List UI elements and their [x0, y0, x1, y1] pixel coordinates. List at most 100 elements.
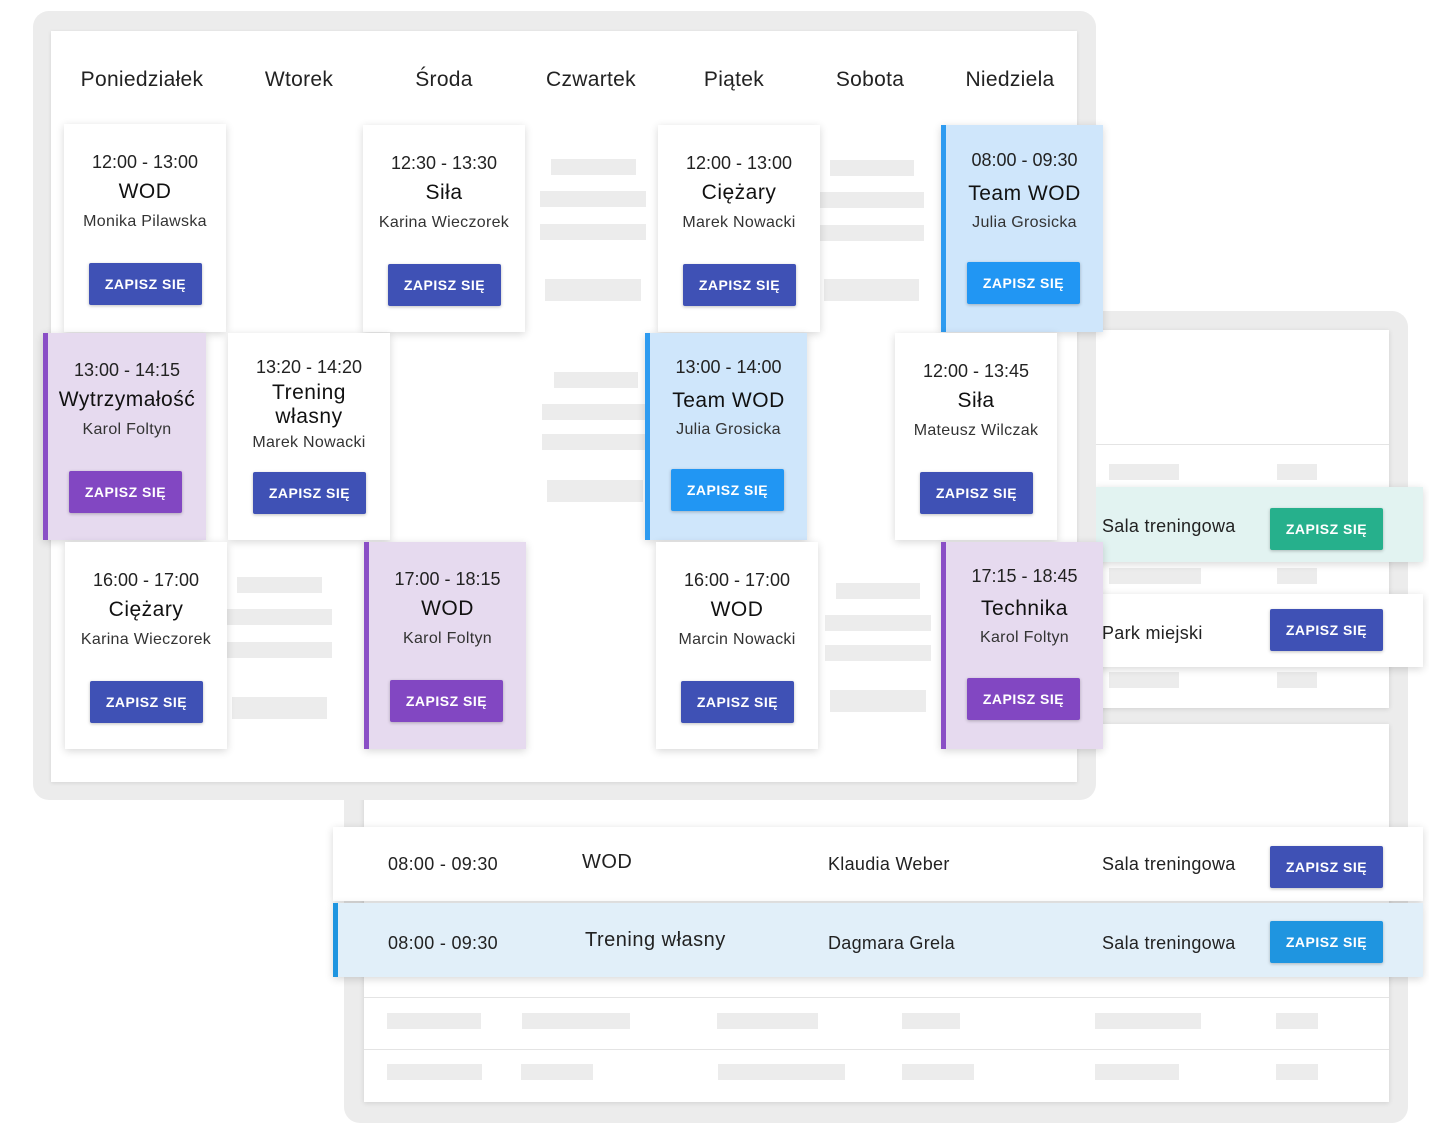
signup-button[interactable]: ZAPISZ SIĘ [967, 678, 1080, 720]
list-row-side[interactable]: Sala treningowa ZAPISZ SIĘ [1095, 487, 1423, 562]
placeholder-bar [540, 191, 646, 207]
class-coach: Marcin Nowacki [678, 631, 796, 648]
row-place: Park miejski [1102, 623, 1203, 643]
placeholder-bar [819, 192, 924, 208]
class-coach: Karol Foltyn [403, 630, 492, 647]
signup-button[interactable]: ZAPISZ SIĘ [920, 472, 1033, 514]
day-header-monday: Poniedziałek [80, 68, 204, 91]
signup-button[interactable]: ZAPISZ SIĘ [1270, 846, 1383, 888]
class-coach: Julia Grosicka [676, 421, 781, 438]
signup-button[interactable]: ZAPISZ SIĘ [681, 681, 794, 723]
class-card[interactable]: 12:00 - 13:00 Ciężary Marek Nowacki ZAPI… [658, 125, 820, 332]
class-coach: Marek Nowacki [682, 214, 796, 231]
signup-button[interactable]: ZAPISZ SIĘ [683, 264, 796, 306]
placeholder-bar [718, 1064, 845, 1080]
placeholder-bar [227, 642, 332, 658]
row-title: Trening własny [585, 929, 726, 951]
class-card[interactable]: 17:00 - 18:15 WOD Karol Foltyn ZAPISZ SI… [364, 542, 526, 749]
class-time: 12:30 - 13:30 [390, 153, 498, 173]
placeholder-bar [551, 159, 636, 175]
class-title: Siła [425, 181, 463, 204]
class-card[interactable]: 13:20 - 14:20 Trening własny Marek Nowac… [228, 333, 390, 540]
row-time: 08:00 - 09:30 [388, 933, 498, 953]
class-time: 13:20 - 14:20 [255, 357, 363, 377]
class-title: Ciężary [108, 598, 184, 621]
class-card[interactable]: 16:00 - 17:00 WOD Marcin Nowacki ZAPISZ … [656, 542, 818, 749]
class-card[interactable]: 13:00 - 14:00 Team WOD Julia Grosicka ZA… [645, 333, 807, 540]
class-time: 13:00 - 14:15 [73, 360, 181, 380]
row-title: WOD [582, 851, 633, 873]
signup-button[interactable]: ZAPISZ SIĘ [390, 680, 503, 722]
class-coach: Karina Wieczorek [378, 214, 510, 231]
placeholder-bar [824, 279, 919, 301]
class-title: Wytrzymałość [58, 388, 196, 411]
class-time: 12:00 - 13:00 [685, 153, 793, 173]
placeholder-bar [1109, 672, 1179, 688]
signup-button[interactable]: ZAPISZ SIĘ [1270, 508, 1383, 550]
row-coach: Klaudia Weber [828, 854, 950, 874]
day-header-friday: Piątek [703, 68, 765, 91]
day-header-sunday: Niedziela [965, 68, 1055, 91]
list-row[interactable]: 08:00 - 09:30 Trening własny Dagmara Gre… [333, 903, 1423, 977]
row-place: Sala treningowa [1102, 516, 1236, 536]
class-time: 12:00 - 13:00 [91, 152, 199, 172]
class-title: WOD [118, 180, 172, 203]
list-row-side[interactable]: Park miejski ZAPISZ SIĘ [1095, 594, 1423, 667]
placeholder-bar [227, 609, 332, 625]
signup-button[interactable]: ZAPISZ SIĘ [89, 263, 202, 305]
placeholder-bar [387, 1013, 481, 1029]
class-card[interactable]: 16:00 - 17:00 Ciężary Karina Wieczorek Z… [65, 542, 227, 749]
signup-button[interactable]: ZAPISZ SIĘ [1270, 921, 1383, 963]
class-card[interactable]: 12:00 - 13:00 WOD Monika Pilawska ZAPISZ… [64, 124, 226, 332]
placeholder-bar [830, 160, 914, 176]
class-card[interactable]: 13:00 - 14:15 Wytrzymałość Karol Foltyn … [43, 333, 206, 540]
placeholder-bar [554, 372, 638, 388]
class-time: 17:00 - 18:15 [394, 569, 501, 589]
row-place: Sala treningowa [1102, 854, 1236, 874]
class-card[interactable]: 17:15 - 18:45 Technika Karol Foltyn ZAPI… [941, 542, 1103, 749]
placeholder-bar [521, 1064, 593, 1080]
signup-button[interactable]: ZAPISZ SIĘ [253, 472, 366, 514]
placeholder-bar [836, 583, 920, 599]
placeholder-bar [1109, 568, 1201, 584]
placeholder-bar [825, 645, 931, 661]
placeholder-bar [830, 690, 926, 712]
class-coach: Monika Pilawska [83, 213, 207, 230]
signup-button[interactable]: ZAPISZ SIĘ [671, 469, 784, 511]
class-title: Technika [981, 597, 1068, 620]
signup-button[interactable]: ZAPISZ SIĘ [388, 264, 501, 306]
placeholder-bar [1095, 1064, 1179, 1080]
placeholder-bar [232, 697, 327, 719]
placeholder-bar [1277, 672, 1317, 688]
placeholder-bar [1095, 1013, 1201, 1029]
class-time: 16:00 - 17:00 [683, 570, 791, 590]
placeholder-bar [387, 1064, 482, 1080]
class-time: 13:00 - 14:00 [675, 357, 782, 377]
class-title: WOD [710, 598, 764, 621]
class-title: Trening własny [272, 381, 346, 428]
day-header-wednesday: Środa [415, 68, 473, 91]
placeholder-bar [1276, 1013, 1318, 1029]
class-title: Team WOD [968, 182, 1081, 205]
class-card[interactable]: 12:00 - 13:45 Siła Mateusz Wilczak ZAPIS… [895, 333, 1057, 540]
placeholder-bar [717, 1013, 818, 1029]
divider [364, 1049, 1389, 1050]
placeholder-bar [540, 224, 646, 240]
class-card[interactable]: 12:30 - 13:30 Siła Karina Wieczorek ZAPI… [363, 125, 525, 332]
signup-button[interactable]: ZAPISZ SIĘ [967, 262, 1080, 304]
signup-button[interactable]: ZAPISZ SIĘ [69, 471, 182, 513]
placeholder-bar [547, 480, 643, 502]
signup-button[interactable]: ZAPISZ SIĘ [90, 681, 203, 723]
placeholder-bar [1277, 568, 1317, 584]
row-place: Sala treningowa [1102, 933, 1236, 953]
class-card[interactable]: 08:00 - 09:30 Team WOD Julia Grosicka ZA… [941, 125, 1103, 332]
divider [1095, 444, 1389, 445]
placeholder-bar [545, 279, 641, 301]
list-row[interactable]: 08:00 - 09:30 WOD Klaudia Weber Sala tre… [333, 827, 1423, 901]
class-coach: Karol Foltyn [980, 629, 1069, 646]
signup-button[interactable]: ZAPISZ SIĘ [1270, 609, 1383, 651]
placeholder-bar [522, 1013, 630, 1029]
class-time: 17:15 - 18:45 [971, 566, 1078, 586]
row-time: 08:00 - 09:30 [388, 854, 498, 874]
placeholder-bar [902, 1013, 960, 1029]
